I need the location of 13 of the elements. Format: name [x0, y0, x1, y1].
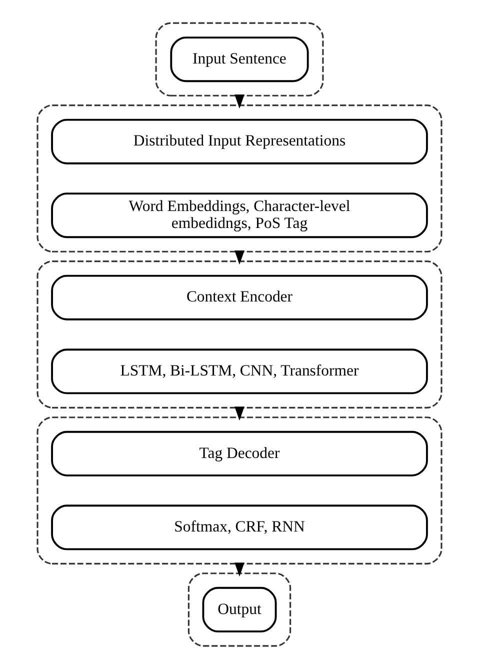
- cluster: [36, 104, 442, 252]
- node-box: LSTM, Bi-LSTM, CNN, Transformer: [51, 348, 428, 394]
- cluster: [155, 22, 324, 96]
- cluster: [36, 260, 442, 408]
- node-box: Distributed Input Representations: [51, 118, 428, 164]
- node-box: Input Sentence: [170, 36, 309, 82]
- node-box: Output: [202, 586, 277, 632]
- cluster: [188, 572, 292, 647]
- cluster: [36, 416, 442, 564]
- node-box: Tag Decoder: [51, 430, 428, 476]
- node-box: Softmax, CRF, RNN: [51, 504, 428, 550]
- node-box: Context Encoder: [51, 274, 428, 320]
- node-box: Word Embeddings, Character-level embedidngs, PoS Tag: [51, 192, 428, 238]
